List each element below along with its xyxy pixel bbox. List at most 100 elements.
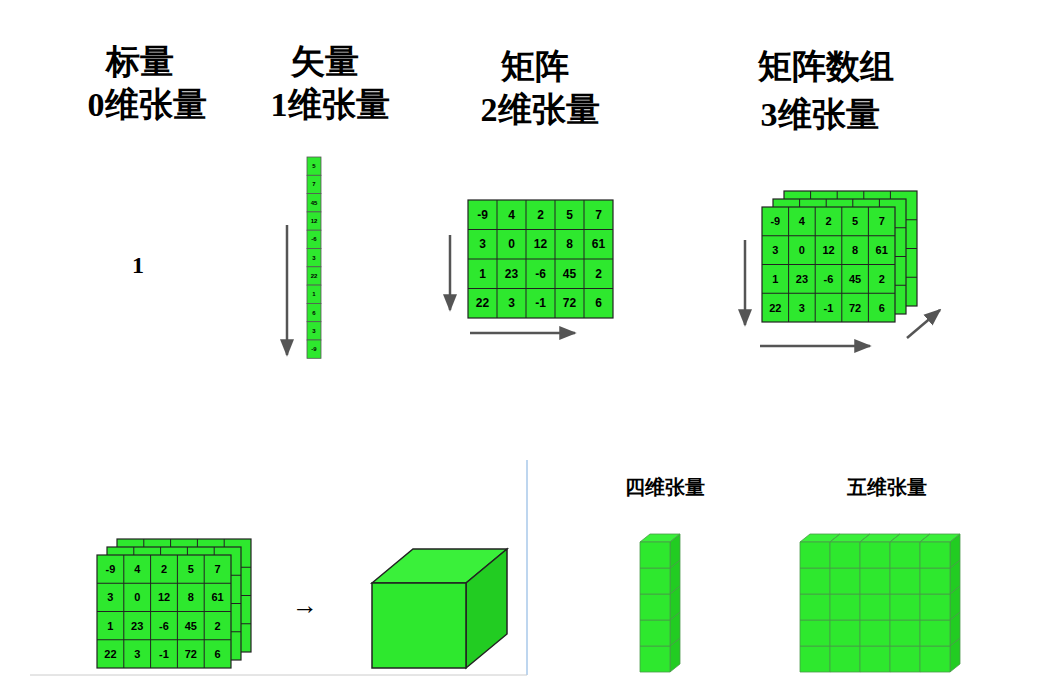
cube [640, 534, 680, 568]
cell-value: 5 [566, 209, 573, 221]
cube-face [860, 620, 890, 646]
cell-value: -9 [477, 209, 488, 221]
axis-arrow [470, 332, 575, 335]
grid-line [762, 235, 895, 236]
cell-value: 8 [188, 592, 194, 603]
cube-face [890, 568, 920, 594]
cell-value: 2 [161, 564, 167, 575]
cell-value: 23 [796, 273, 808, 284]
cell-value: 45 [185, 620, 197, 631]
vector-cell [307, 285, 321, 303]
cell-value: 4 [508, 209, 515, 221]
cell-value: 23 [505, 268, 518, 280]
cube-face [920, 542, 950, 568]
cell-value: 3 [134, 648, 140, 659]
cell-value: 61 [876, 245, 888, 256]
heading: 1维张量 [271, 88, 390, 122]
cube [920, 534, 960, 568]
cube-face [830, 542, 860, 568]
cell-value: -1 [159, 648, 169, 659]
cube-face [830, 594, 860, 620]
cell-value: -9 [311, 346, 316, 352]
cube-face [920, 568, 950, 594]
cube-face [890, 542, 920, 568]
cell-value: 1 [107, 620, 113, 631]
cell-value: 12 [822, 245, 834, 256]
vector-cell [307, 194, 321, 212]
axis-arrow [760, 345, 870, 348]
cube-face [466, 549, 507, 668]
cell-value: 3 [107, 592, 113, 603]
cell-value: -6 [311, 236, 316, 242]
cube-face [950, 534, 960, 568]
cell-value: 5 [852, 216, 858, 227]
vector-cell [307, 175, 321, 193]
cell-value: 3 [799, 302, 805, 313]
cube-face [640, 620, 670, 646]
vector-cell [307, 230, 321, 248]
cube-face [860, 568, 890, 594]
heading: 3维张量 [761, 98, 880, 132]
cube-face [800, 568, 830, 594]
panel-divider [526, 460, 528, 675]
cell-value: 6 [215, 648, 221, 659]
cell-value: 3 [508, 297, 515, 309]
cube-face [800, 594, 830, 620]
cell-value: 7 [312, 181, 315, 187]
cell-value: 45 [563, 268, 576, 280]
axis-arrow [744, 240, 747, 325]
cube-face [670, 534, 680, 568]
cell-value: 6 [595, 297, 602, 309]
heading: 五维张量 [847, 477, 927, 497]
cube-face [800, 620, 830, 646]
cell-value: 72 [563, 297, 576, 309]
cube [372, 549, 507, 668]
cell-value: -9 [106, 564, 116, 575]
cell-value: 6 [879, 302, 885, 313]
cell-value: -6 [824, 273, 834, 284]
cube-face [640, 594, 670, 620]
cell-value: 3 [479, 238, 486, 250]
cell-value: 2 [825, 216, 831, 227]
cell-value: 2 [215, 620, 221, 631]
cell-value: 72 [185, 648, 197, 659]
axis-arrow [286, 225, 289, 355]
cell-value: 3 [312, 328, 315, 334]
scalar-value: 1 [132, 253, 144, 277]
matrix-face [762, 207, 895, 322]
cell-value: 0 [508, 238, 515, 250]
cell-value: 12 [534, 238, 547, 250]
vector-cell [307, 249, 321, 267]
heading: 矢量 [291, 45, 359, 79]
cell-value: 5 [188, 564, 194, 575]
cell-value: 22 [476, 297, 489, 309]
heading: 四维张量 [625, 477, 705, 497]
cube-face [640, 542, 670, 568]
vector-cell [307, 157, 321, 175]
cell-value: 22 [311, 273, 318, 279]
grid-line [97, 583, 231, 584]
grid-line [97, 611, 231, 612]
vector-cell [307, 340, 321, 358]
cube-face [640, 568, 670, 594]
cell-value: -6 [159, 620, 169, 631]
cube-face [890, 646, 920, 672]
vector-cell [307, 322, 321, 340]
cell-value: 6 [312, 310, 315, 316]
cell-value: 3 [312, 255, 315, 261]
cell-value: 12 [158, 592, 170, 603]
cell-value: -1 [824, 302, 834, 313]
matrix-face [468, 200, 613, 318]
cell-value: 45 [311, 200, 318, 206]
cell-value: 1 [772, 273, 778, 284]
arrow-symbol: → [292, 592, 318, 618]
cell-value: 7 [595, 209, 602, 221]
cell-value: 0 [799, 245, 805, 256]
heading: 矩阵 [501, 50, 569, 84]
cell-value: 72 [849, 302, 861, 313]
cube-face [920, 620, 950, 646]
cell-value: 1 [479, 268, 486, 280]
grid-line [468, 288, 613, 289]
axis-arrow [449, 235, 452, 310]
cube-face [830, 568, 860, 594]
